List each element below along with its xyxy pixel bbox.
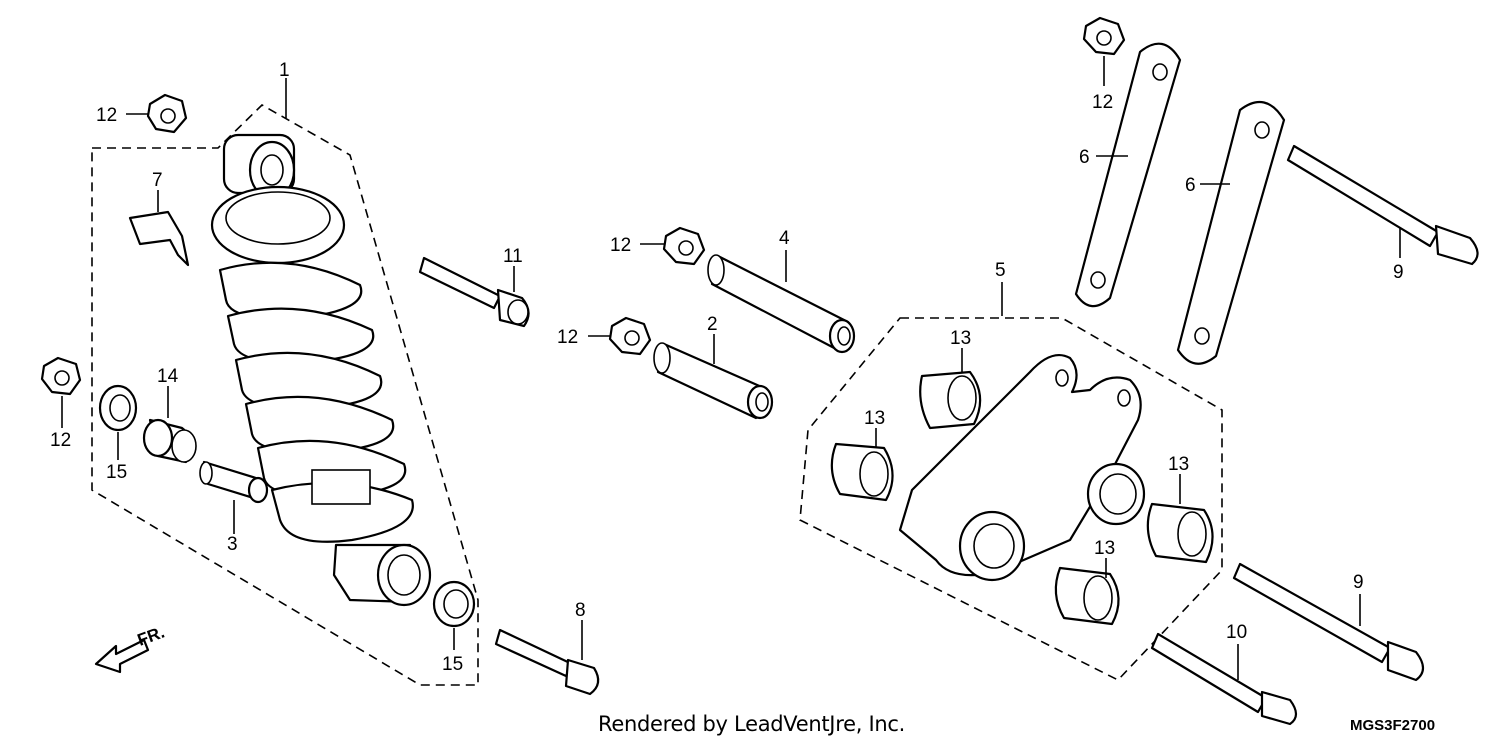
callout-15-a: 15 bbox=[106, 462, 127, 483]
callout-12-b: 12 bbox=[50, 430, 71, 451]
callout-12-e: 12 bbox=[1092, 92, 1113, 113]
bolt-10[interactable] bbox=[1150, 632, 1298, 726]
render-credit: Rendered by LeadVentJre, Inc. bbox=[598, 712, 905, 736]
callout-7: 7 bbox=[152, 170, 163, 191]
needle-bearing-13-d[interactable] bbox=[1054, 566, 1120, 626]
nut-12-mid-lower[interactable] bbox=[608, 316, 652, 356]
callout-1: 1 bbox=[279, 60, 290, 81]
callout-9-a: 9 bbox=[1393, 262, 1404, 283]
callout-13-c: 13 bbox=[1168, 454, 1189, 475]
dust-seal-15-bottom[interactable] bbox=[432, 580, 476, 628]
callout-13-d: 13 bbox=[1094, 538, 1115, 559]
callout-14: 14 bbox=[157, 366, 179, 387]
callout-15-b: 15 bbox=[442, 654, 463, 675]
link-plate-6-rear[interactable] bbox=[1074, 42, 1182, 308]
callout-13-a: 13 bbox=[950, 328, 971, 349]
nut-12-mid-upper[interactable] bbox=[662, 226, 706, 266]
shock-group-outline bbox=[91, 104, 479, 686]
collar-2[interactable] bbox=[653, 342, 774, 420]
needle-bearing-13-a[interactable] bbox=[919, 370, 982, 430]
callout-11: 11 bbox=[503, 246, 523, 267]
bolt-11[interactable] bbox=[418, 256, 530, 328]
shock-arm-5[interactable] bbox=[898, 354, 1146, 582]
callout-8: 8 bbox=[575, 600, 586, 621]
callout-2: 2 bbox=[707, 314, 718, 335]
callout-6-a: 6 bbox=[1079, 147, 1090, 168]
callout-12-a: 12 bbox=[96, 105, 117, 126]
nut-12-top-right[interactable] bbox=[1082, 16, 1126, 56]
callout-12-c: 12 bbox=[610, 235, 631, 256]
collar-3[interactable] bbox=[199, 460, 269, 504]
callout-13-b: 13 bbox=[864, 408, 885, 429]
rear-shock-absorber[interactable] bbox=[210, 133, 432, 607]
nut-12-left[interactable] bbox=[40, 356, 82, 396]
callout-9-b: 9 bbox=[1353, 572, 1364, 593]
callout-5: 5 bbox=[995, 260, 1006, 281]
callout-4: 4 bbox=[779, 228, 790, 249]
collar-4[interactable] bbox=[707, 254, 856, 354]
nut-12-top-left[interactable] bbox=[146, 93, 188, 134]
callout-3: 3 bbox=[227, 534, 238, 555]
bolt-9-upper[interactable] bbox=[1286, 144, 1479, 266]
label-sticker-7 bbox=[128, 210, 190, 267]
callout-10: 10 bbox=[1226, 622, 1247, 643]
dust-seal-15-left[interactable] bbox=[98, 384, 138, 432]
diagram-code: MGS3F2700 bbox=[1350, 717, 1436, 734]
needle-bearing-13-b[interactable] bbox=[830, 442, 894, 502]
needle-bearing-14[interactable] bbox=[142, 418, 197, 464]
callout-12-d: 12 bbox=[557, 327, 578, 348]
front-direction-arrow: FR. bbox=[94, 623, 167, 674]
needle-bearing-13-c[interactable] bbox=[1146, 502, 1214, 564]
link-plate-6-front[interactable] bbox=[1176, 100, 1286, 365]
callout-6-b: 6 bbox=[1185, 175, 1196, 196]
front-arrow-label: FR. bbox=[135, 623, 167, 650]
bolt-9-lower[interactable] bbox=[1232, 562, 1425, 682]
bolt-8[interactable] bbox=[494, 628, 600, 696]
